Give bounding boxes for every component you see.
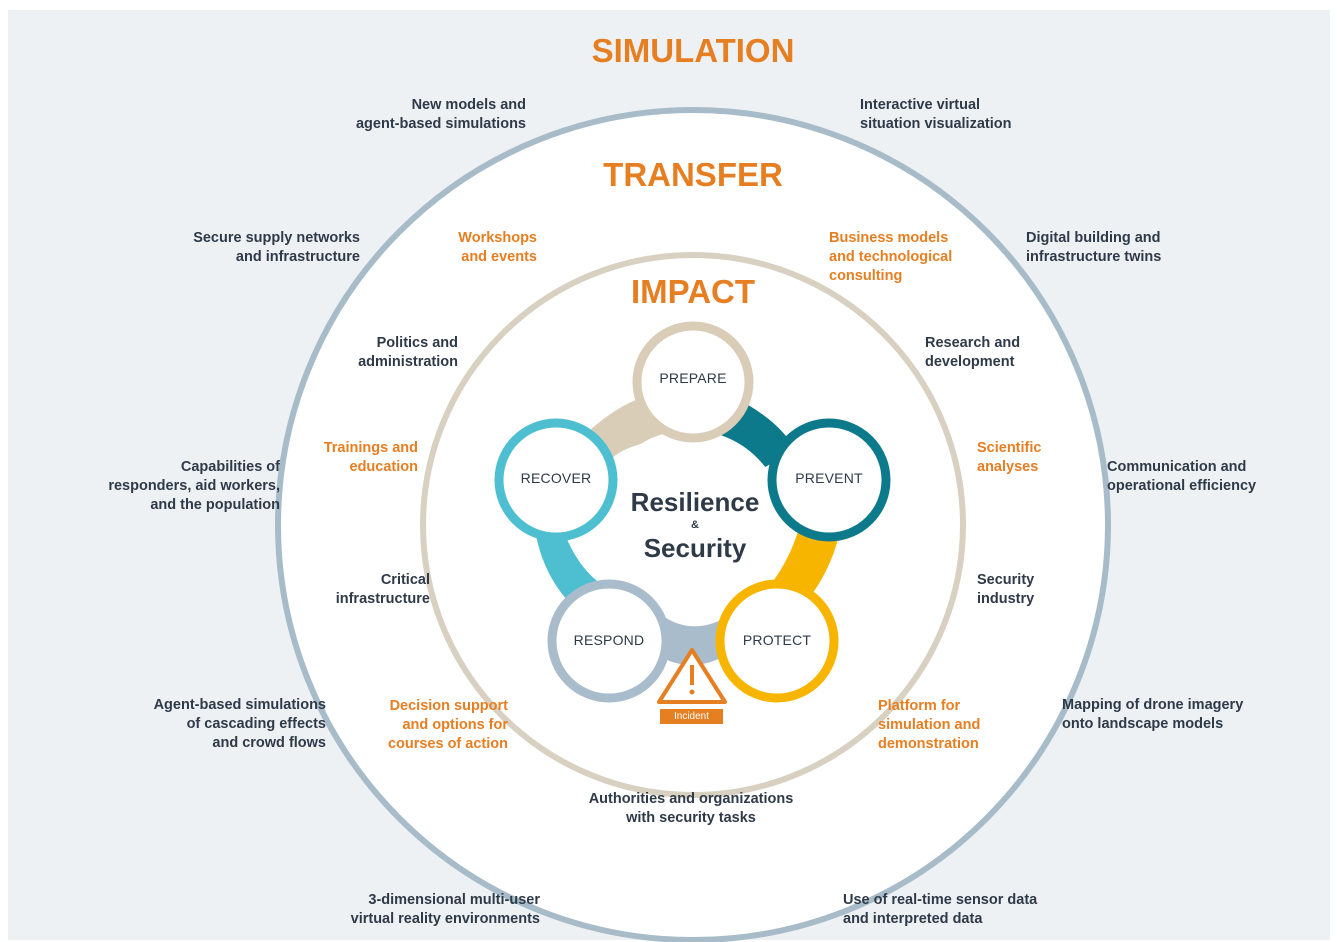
incident-label: Incident xyxy=(660,709,723,724)
simulation-title: SIMULATION xyxy=(591,32,795,69)
transfer-scientific: Scientific analyses xyxy=(977,440,1042,475)
sim-communication: Communication and operational efficiency xyxy=(1107,459,1257,494)
respond-circle xyxy=(547,579,671,703)
sim-digital-twins: Digital building and infrastructure twin… xyxy=(1026,230,1162,265)
transfer-trainings: Trainings and education xyxy=(323,440,418,475)
sim-drone-mapping: Mapping of drone imagery onto landscape … xyxy=(1062,697,1244,732)
impact-ring xyxy=(420,252,966,798)
sim-secure-supply: Secure supply networks and infrastructur… xyxy=(193,230,360,265)
prevent-circle xyxy=(767,418,891,542)
impact-politics: Politics and administration xyxy=(358,335,458,370)
transfer-title: TRANSFER xyxy=(603,156,783,193)
transfer-decision-support: Decision support and options for courses… xyxy=(387,698,508,752)
phase-recover: RECOVER xyxy=(520,470,592,486)
center-security: Security xyxy=(643,533,747,563)
sim-capabilities: Capabilities of responders, aid workers,… xyxy=(108,459,280,513)
sim-new-models: New models and agent-based simulations xyxy=(355,97,526,132)
impact-research: Research and development xyxy=(925,335,1021,370)
simulation-ring xyxy=(275,107,1111,942)
impact-title: IMPACT xyxy=(630,273,756,310)
center-disk xyxy=(595,430,785,620)
impact-authorities: Authorities and organizations with secur… xyxy=(588,791,794,826)
sim-real-time-sensor: Use of real-time sensor data and interpr… xyxy=(843,892,1038,927)
transfer-platform: Platform for simulation and demonstratio… xyxy=(878,698,981,752)
sim-vr-environments: 3-dimensional multi-user virtual reality… xyxy=(350,892,540,927)
prepare-circle xyxy=(632,321,754,443)
center-resilience: Resilience xyxy=(630,487,760,517)
transfer-business-models: Business models and technological consul… xyxy=(829,230,953,284)
impact-security-industry: Security industry xyxy=(977,572,1035,607)
sim-interactive-visualization: Interactive virtual situation visualizat… xyxy=(860,97,1012,132)
center-ampersand: & xyxy=(691,519,699,531)
phase-prevent: PREVENT xyxy=(795,470,863,486)
phase-respond: RESPOND xyxy=(573,632,645,648)
recover-circle xyxy=(494,418,618,542)
connector-respond xyxy=(650,610,735,665)
protect-circle xyxy=(715,579,839,703)
phase-prepare: PREPARE xyxy=(659,370,727,386)
phase-protect: PROTECT xyxy=(742,632,812,648)
impact-critical-infrastructure: Critical infrastructure xyxy=(335,572,430,607)
transfer-workshops: Workshops and events xyxy=(458,230,537,265)
sim-agent-based-cascading: Agent-based simulations of cascading eff… xyxy=(153,697,326,751)
warning-triangle-icon xyxy=(657,648,727,704)
